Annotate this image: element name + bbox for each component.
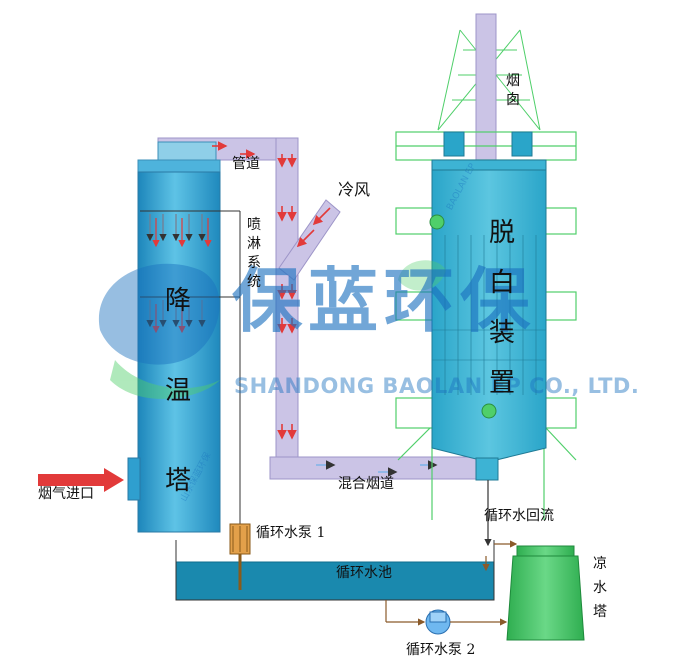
decolor-body — [429, 159, 547, 481]
duct-system — [157, 13, 497, 480]
cold-air-duct — [278, 199, 341, 281]
water-pool — [175, 540, 495, 601]
decolor-device-label: 脱白装置 — [488, 218, 515, 398]
water-pool-label: 循环水池 — [336, 565, 392, 581]
pump-1 — [229, 523, 251, 590]
flue-inlet-arrow — [38, 468, 124, 492]
chimney-stack — [475, 13, 497, 165]
spray-arrows — [146, 214, 212, 334]
cooling-tower — [127, 141, 241, 533]
cool-tower-body — [506, 545, 585, 641]
flue-gas-inlet-label: 烟气进口 — [38, 486, 94, 502]
watermark-logo-icon-2 — [398, 260, 446, 291]
circ-pump-1-label: 循环水泵 1 — [256, 525, 326, 541]
mixed-flue-arrows — [316, 460, 438, 477]
chimney-label: 烟囱 — [506, 73, 520, 108]
circ-pump-2-label: 循环水泵 2 — [406, 642, 476, 658]
spray-system-label: 喷淋系统 — [247, 217, 261, 290]
decolor-fans — [443, 131, 533, 157]
duct-label: 管道 — [232, 156, 260, 172]
pump-2 — [425, 609, 451, 635]
cool-tower-label: 凉水塔 — [593, 556, 607, 620]
watermark-name: 保蓝环保 — [232, 260, 536, 342]
mixed-flue-label: 混合烟道 — [338, 476, 394, 492]
return-flow-label: 循环水回流 — [484, 508, 554, 524]
cold-air-label: 冷风 — [338, 180, 371, 199]
water-pipes — [385, 480, 518, 626]
cooling-tower-main-label: 降温塔 — [164, 286, 191, 496]
watermark-logo-icon — [98, 263, 220, 399]
duct-flow-arrows — [212, 141, 331, 440]
watermark-en: SHANDONG BAOLAN EP CO., LTD. — [234, 374, 640, 398]
